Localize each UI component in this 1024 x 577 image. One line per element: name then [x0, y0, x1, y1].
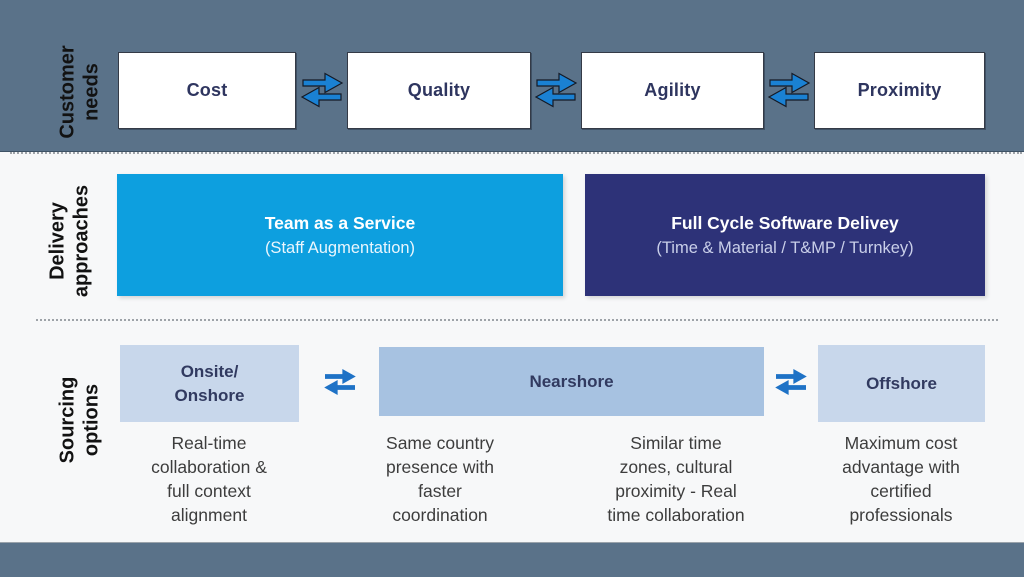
source-description-nearshore-1: Same country presence with faster coordi… — [386, 433, 494, 525]
need-label: Cost — [186, 80, 228, 100]
source-label: Nearshore — [529, 371, 614, 391]
source-box-offshore: Offshore — [818, 345, 985, 422]
source-label: Offshore — [866, 373, 937, 393]
need-box-proximity: Proximity — [814, 52, 985, 129]
need-box-agility: Agility — [581, 52, 764, 129]
row-label-text: Customer needs — [56, 45, 103, 139]
delivery-box-team-as-a-service: Team as a Service (Staff Augmentation) — [117, 174, 563, 296]
swap-arrows-icon — [772, 367, 810, 397]
swap-arrows-icon — [765, 71, 813, 109]
source-box-nearshore: Nearshore — [379, 347, 764, 416]
need-label: Proximity — [857, 80, 942, 100]
separator-line — [36, 319, 998, 321]
separator-line — [10, 152, 1022, 154]
source-description-nearshore-2: Similar time zones, cultural proximity -… — [607, 433, 745, 525]
delivery-title: Full Cycle Software Delivey — [671, 213, 899, 234]
swap-arrows-icon — [532, 71, 580, 109]
bottom-band — [0, 542, 1024, 577]
delivery-subtitle: (Staff Augmentation) — [264, 238, 416, 257]
row-label-text: Delivery approaches — [46, 184, 93, 298]
source-description-onsite: Real-time collaboration & full context a… — [151, 433, 267, 525]
delivery-subtitle: (Time & Material / T&MP / Turnkey) — [656, 238, 914, 257]
need-box-cost: Cost — [118, 52, 296, 129]
swap-arrows-icon — [298, 71, 346, 109]
need-box-quality: Quality — [347, 52, 531, 129]
source-label: Onsite/ Onshore — [174, 361, 245, 405]
delivery-box-full-cycle: Full Cycle Software Delivey (Time & Mate… — [585, 174, 985, 296]
source-description-offshore: Maximum cost advantage with certified pr… — [842, 433, 960, 525]
need-label: Agility — [644, 80, 701, 100]
delivery-title: Team as a Service — [264, 213, 416, 234]
source-box-onsite-onshore: Onsite/ Onshore — [120, 345, 299, 422]
row-label-text: Sourcing options — [56, 376, 103, 464]
swap-arrows-icon — [321, 367, 359, 397]
need-label: Quality — [407, 80, 471, 100]
